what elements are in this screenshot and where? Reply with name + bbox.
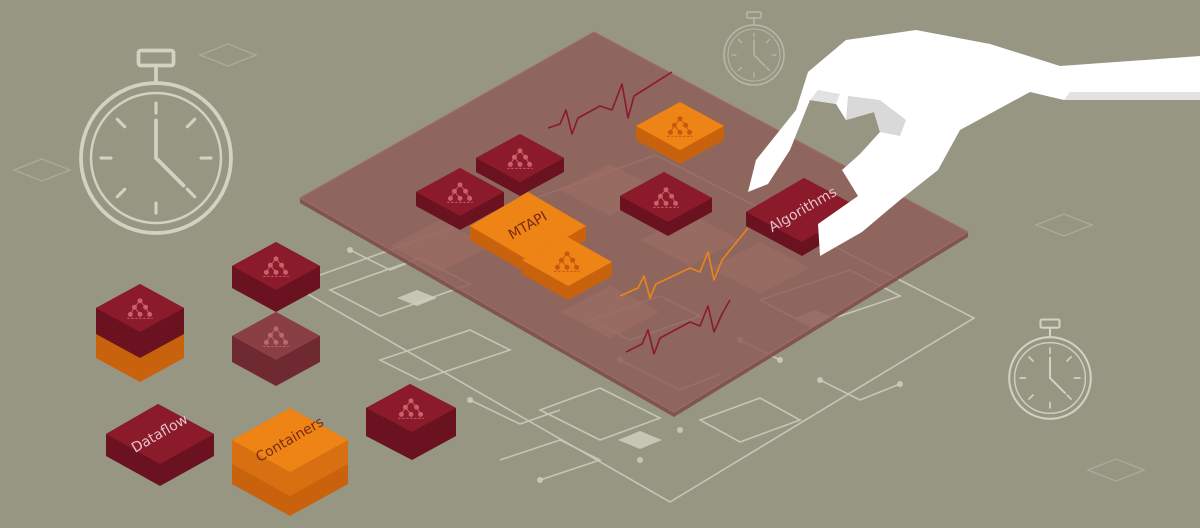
- task-block[interactable]: [476, 134, 564, 196]
- task-block[interactable]: [416, 168, 504, 230]
- dataflow-block[interactable]: Dataflow: [106, 404, 214, 486]
- stopwatch-icon: [1008, 318, 1092, 420]
- containers-block[interactable]: Containers: [232, 408, 348, 516]
- task-block[interactable]: [636, 102, 724, 164]
- task-block[interactable]: [522, 236, 612, 300]
- hand-illustration: [748, 30, 1200, 256]
- stopwatch-icon: [723, 11, 785, 86]
- task-block[interactable]: [620, 172, 712, 236]
- task-board: [298, 31, 970, 417]
- task-block[interactable]: [232, 242, 320, 312]
- task-block[interactable]: [366, 384, 456, 460]
- background-shapes: [12, 43, 1146, 482]
- stacked-task-block[interactable]: [96, 284, 184, 382]
- pulse-lines: [547, 71, 749, 355]
- task-block[interactable]: [232, 312, 320, 386]
- stopwatch-icon: [79, 48, 233, 235]
